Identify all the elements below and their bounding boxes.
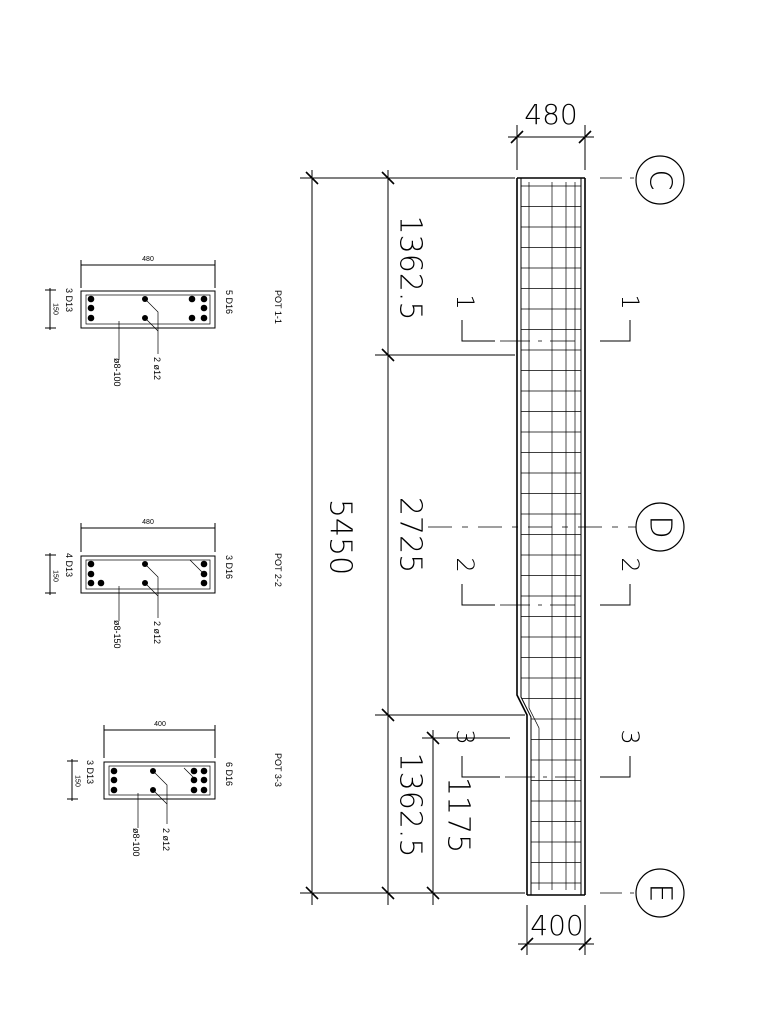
section-1-outline — [80, 290, 216, 329]
section-marker-1-right: 1 — [616, 294, 644, 309]
segment-bottom-label: 1362.5 — [393, 753, 428, 858]
section-2-bar — [87, 570, 95, 578]
section-2-depth: 150 — [52, 570, 59, 582]
segment-middle-label: 2725 — [393, 497, 428, 573]
section-3-top-bars: 6 D16 — [224, 762, 234, 786]
section-2-stirrup — [85, 559, 211, 590]
section-1-bottom-bars: 3 D13 — [64, 288, 74, 312]
grid-label-c: C — [643, 170, 678, 191]
section-marker-3-left: 3 — [451, 729, 479, 744]
section-2-bar — [200, 579, 208, 587]
cross-section-3: 400 150 3 D13 6 D16 ø8-100 2 ø12 POT 3-3 — [67, 721, 283, 857]
grid-bubble-d: D — [635, 502, 685, 552]
section-1-bar — [188, 314, 196, 322]
top-width-label: 480 — [524, 98, 577, 131]
section-3-bottom-bars: 3 D13 — [85, 760, 95, 784]
section-1-stirrup — [85, 294, 211, 325]
section-marker-1: 1 1 — [451, 294, 644, 342]
section-2-outline — [80, 555, 216, 594]
section-2-title: POT 2-2 — [273, 553, 283, 587]
section-marker-2-right: 2 — [616, 557, 644, 572]
grid-label-e: E — [643, 884, 678, 903]
section-3-stirrup — [108, 765, 211, 796]
segment-top-label: 1362.5 — [393, 216, 428, 321]
section-3-bar — [200, 776, 208, 784]
dimension-haunch: 1175 — [422, 730, 510, 905]
beam-outline-left-inner — [520, 178, 532, 895]
section-3-bar — [200, 786, 208, 794]
section-1-bar — [87, 295, 95, 303]
section-1-bar — [200, 304, 208, 312]
section-2-top-bars: 3 D16 — [224, 555, 234, 579]
haunch-length-label: 1175 — [441, 777, 476, 853]
beam-outline-left — [516, 178, 528, 895]
dimension-top-width: 480 — [508, 98, 594, 170]
section-1-bar — [87, 314, 95, 322]
grid-label-d: D — [643, 515, 678, 538]
section-1-bar — [200, 295, 208, 303]
section-2-bar — [200, 560, 208, 568]
section-3-stirrups: ø8-100 — [131, 828, 141, 857]
section-3-bar — [190, 786, 198, 794]
section-3-title: POT 3-3 — [273, 753, 283, 787]
cross-section-2: 480 150 4 D13 3 D16 ø8-150 2 ø12 POT 2-2 — [45, 519, 283, 649]
section-3-bar — [200, 767, 208, 775]
grid-bubble-e: E — [635, 868, 685, 918]
grid-bubble-c: C — [635, 155, 685, 205]
section-3-middle-bars: 2 ø12 — [161, 828, 171, 851]
section-3-outline — [103, 761, 216, 800]
section-1-depth: 150 — [52, 303, 59, 315]
section-marker-2-left: 2 — [451, 557, 479, 572]
section-1-stirrups: ø8-100 — [112, 358, 122, 387]
beam-stirrups — [521, 185, 581, 884]
section-2-bar — [97, 579, 105, 587]
section-3-bar — [190, 767, 198, 775]
section-1-bar — [188, 295, 196, 303]
dimension-segments: 1362.5 2725 1362.5 — [375, 170, 525, 905]
dimension-overall-length: 5450 — [300, 170, 525, 905]
section-2-middle-bars: 2 ø12 — [152, 621, 162, 644]
beam-elevation — [428, 177, 640, 896]
section-marker-3-right: 3 — [616, 729, 644, 744]
section-1-width: 480 — [142, 256, 154, 263]
section-2-bottom-bars: 4 D13 — [64, 553, 74, 577]
section-3-bar — [190, 776, 198, 784]
section-2-bar — [87, 560, 95, 568]
overall-length-label: 5450 — [323, 499, 358, 575]
section-2-bar — [87, 579, 95, 587]
section-marker-2: 2 2 — [451, 557, 644, 606]
section-3-bar — [110, 786, 118, 794]
section-3-bar — [110, 767, 118, 775]
section-2-stirrups: ø8-150 — [112, 620, 122, 649]
section-1-title: POT 1-1 — [273, 290, 283, 324]
section-marker-1-left: 1 — [451, 294, 479, 309]
beam-bar-1 — [528, 182, 540, 890]
section-3-width: 400 — [154, 721, 166, 728]
section-2-width: 480 — [142, 519, 154, 526]
bottom-width-label: 400 — [530, 909, 583, 942]
section-3-bar — [110, 776, 118, 784]
section-1-bar — [200, 314, 208, 322]
section-marker-3: 3 3 — [451, 729, 644, 778]
section-1-bar — [87, 304, 95, 312]
section-3-depth: 150 — [74, 775, 81, 787]
section-1-middle-bars: 2 ø12 — [152, 357, 162, 380]
dimension-bottom-width: 400 — [518, 905, 594, 955]
section-1-top-bars: 5 D16 — [224, 290, 234, 314]
cross-section-1: 480 150 3 D13 5 D16 ø8-100 2 ø12 POT 1-1 — [45, 256, 283, 387]
